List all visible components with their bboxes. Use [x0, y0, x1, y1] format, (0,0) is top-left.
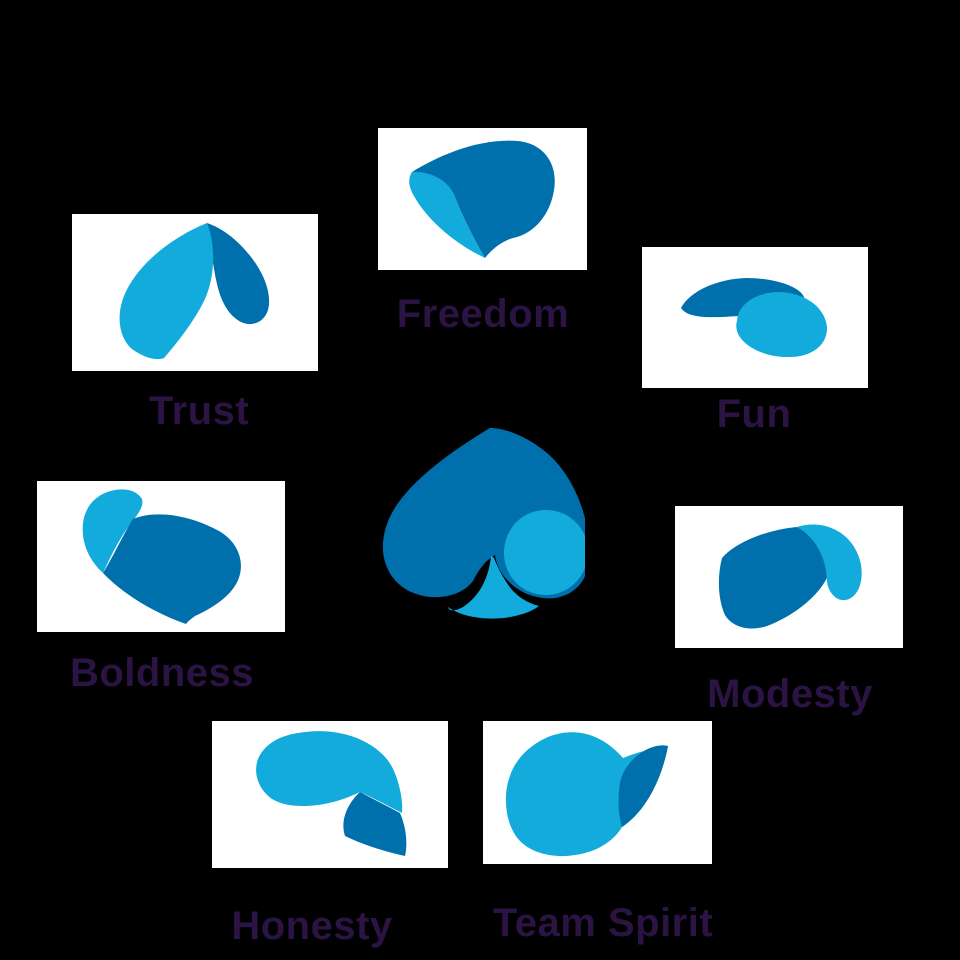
trust-blob-icon: [119, 223, 270, 360]
value-card-team-spirit: [483, 721, 712, 864]
boldness-blob-light-shape: [82, 489, 143, 573]
value-label-freedom: Freedom: [396, 292, 570, 336]
boldness-blob-dark-shape: [103, 514, 241, 624]
team-spirit-blob-dark-shape: [618, 745, 668, 827]
modesty-blob-dark-shape: [718, 527, 827, 629]
boldness-blob-icon: [82, 489, 241, 624]
value-card-freedom: [378, 128, 587, 270]
spade-stem-shape: [448, 556, 539, 619]
trust-blob-light-shape: [119, 223, 214, 360]
honesty-blob-dark-shape: [343, 792, 407, 856]
value-card-trust: [72, 214, 318, 371]
value-card-honesty: [212, 721, 448, 868]
value-card-boldness: [37, 481, 285, 632]
value-label-boldness: Boldness: [69, 651, 255, 695]
value-label-fun: Fun: [716, 392, 792, 436]
freedom-blob-light-shape: [409, 171, 485, 258]
modesty-blob-light-shape: [797, 524, 862, 601]
value-label-honesty: Honesty: [231, 904, 393, 948]
honesty-blob-icon: [256, 731, 407, 856]
freedom-blob-dark-shape: [412, 140, 555, 258]
value-label-team-spirit: Team Spirit: [492, 901, 714, 945]
fun-blob-icon: [681, 278, 828, 358]
value-card-modesty: [675, 506, 903, 648]
trust-blob-dark-shape: [207, 223, 270, 325]
team-spirit-blob-icon: [505, 732, 668, 857]
spade-logo-icon: [382, 428, 585, 619]
value-card-fun: [642, 247, 868, 388]
modesty-blob-icon: [718, 524, 862, 629]
team-spirit-blob-light-shape: [505, 732, 668, 857]
honesty-blob-light-shape: [256, 731, 403, 813]
fun-blob-light-shape: [736, 292, 828, 358]
freedom-blob-icon: [409, 140, 555, 258]
value-label-trust: Trust: [148, 389, 250, 433]
spade-swirl-shape: [504, 510, 585, 595]
value-label-modesty: Modesty: [707, 672, 873, 716]
